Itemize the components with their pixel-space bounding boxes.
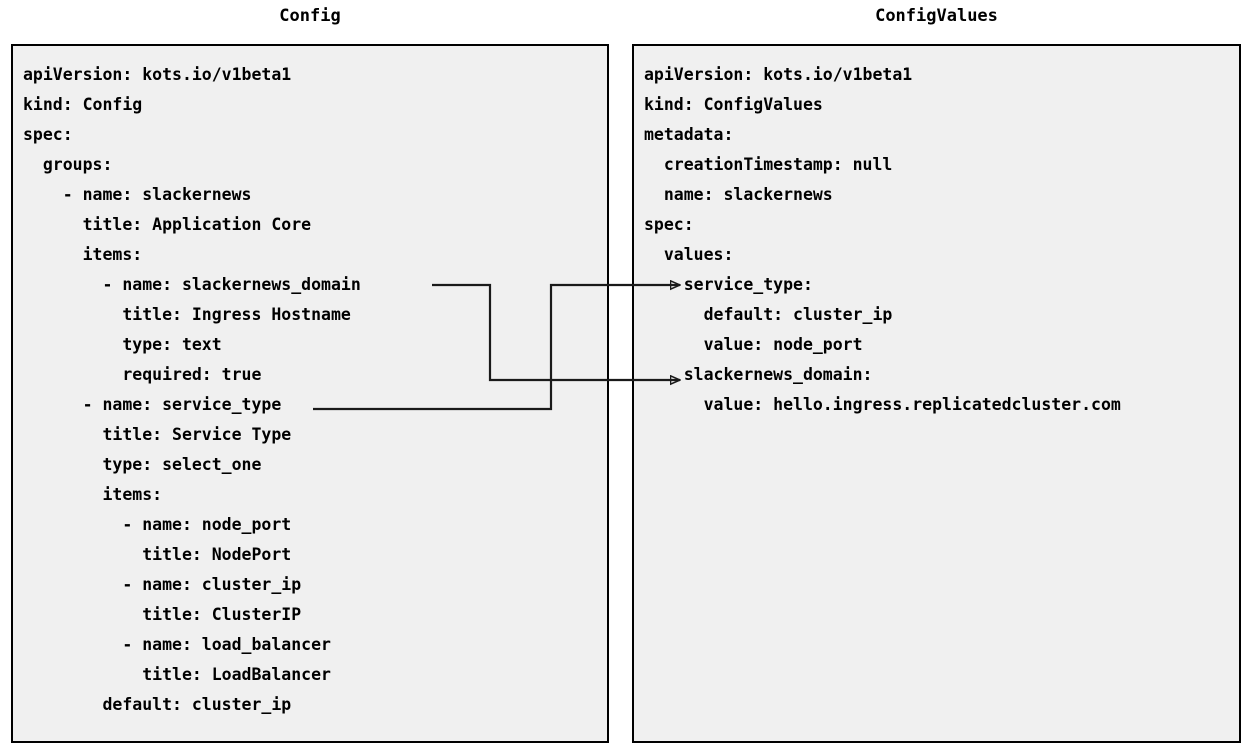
config-yaml-line: spec: — [23, 125, 73, 144]
configvalues-yaml-panel: apiVersion: kots.io/v1beta1 kind: ConfigV… — [632, 44, 1241, 743]
config-yaml-line: apiVersion: kots.io/v1beta1 — [23, 65, 292, 84]
configvalues-yaml-text: apiVersion: kots.io/v1beta1 kind: ConfigV… — [644, 60, 1235, 420]
config-yaml-line: - name: cluster_ip — [23, 575, 302, 594]
config-yaml-line: title: Application Core — [23, 215, 312, 234]
config-yaml-line: groups: — [23, 155, 113, 174]
config-yaml-line: title: LoadBalancer — [23, 665, 331, 684]
configvalues-yaml-line: value: hello.ingress.replicatedcluster.c… — [644, 395, 1121, 414]
configvalues-yaml-line: apiVersion: kots.io/v1beta1 — [644, 65, 913, 84]
configvalues-column-title: ConfigValues — [875, 6, 998, 26]
configvalues-yaml-line: spec: — [644, 215, 694, 234]
config-yaml-line: required: true — [23, 365, 262, 384]
config-yaml-line: - name: service_type — [23, 395, 282, 414]
config-yaml-line: title: Service Type — [23, 425, 292, 444]
config-yaml-line: items: — [23, 245, 143, 264]
config-yaml-line: - name: load_balancer — [23, 635, 331, 654]
config-yaml-line: default: cluster_ip — [23, 695, 292, 714]
config-yaml-line: - name: node_port — [23, 515, 292, 534]
configvalues-yaml-line: metadata: — [644, 125, 734, 144]
configvalues-yaml-line: default: cluster_ip — [644, 305, 893, 324]
config-yaml-line: title: NodePort — [23, 545, 292, 564]
configvalues-yaml-line: creationTimestamp: null — [644, 155, 893, 174]
config-yaml-text: apiVersion: kots.io/v1beta1 kind: Config s… — [23, 60, 603, 720]
config-yaml-line: - name: slackernews — [23, 185, 252, 204]
config-yaml-line: type: text — [23, 335, 222, 354]
config-yaml-line: title: ClusterIP — [23, 605, 302, 624]
configvalues-yaml-line: service_type: — [644, 275, 813, 294]
config-yaml-line: type: select_one — [23, 455, 262, 474]
config-yaml-line: - name: slackernews_domain — [23, 275, 361, 294]
configvalues-yaml-line: slackernews_domain: — [644, 365, 873, 384]
config-yaml-panel: apiVersion: kots.io/v1beta1 kind: Config s… — [11, 44, 609, 743]
configvalues-yaml-line: value: node_port — [644, 335, 863, 354]
config-column-title: Config — [279, 6, 341, 26]
configvalues-yaml-line: name: slackernews — [644, 185, 833, 204]
config-yaml-line: kind: Config — [23, 95, 143, 114]
config-yaml-line: items: — [23, 485, 163, 504]
configvalues-yaml-line: kind: ConfigValues — [644, 95, 823, 114]
configvalues-yaml-line: values: — [644, 245, 734, 264]
config-yaml-line: title: Ingress Hostname — [23, 305, 351, 324]
